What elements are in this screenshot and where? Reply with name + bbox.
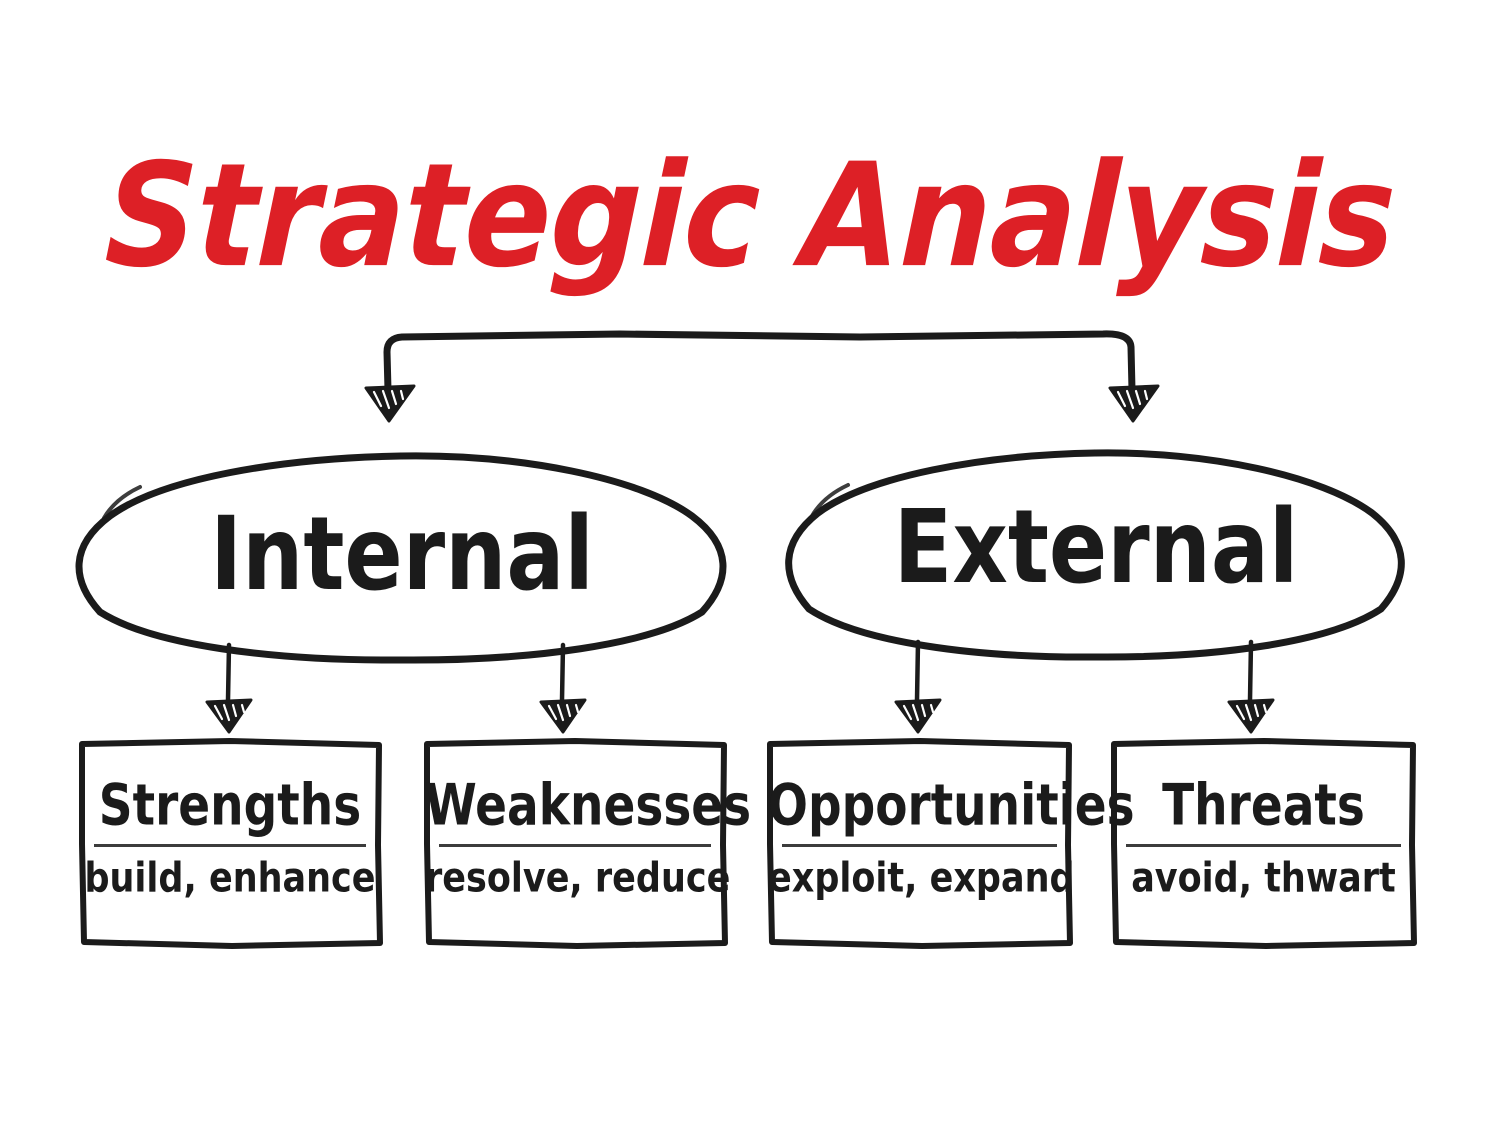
box-frame-opportunities — [767, 738, 1073, 949]
box-frame-strengths — [79, 738, 383, 949]
arrow-to-external — [1108, 384, 1160, 423]
heading-underline — [782, 844, 1057, 847]
box-frame-weaknesses — [424, 738, 728, 949]
bracket-connector — [383, 330, 1136, 394]
arrow-external-to-opportunities — [894, 639, 942, 734]
internal-ellipse — [75, 452, 727, 664]
swot-heading-strengths: Strengths — [98, 771, 362, 840]
swot-box-threats: Threats avoid, thwart — [1112, 740, 1415, 946]
box-frame-threats — [1111, 738, 1417, 949]
swot-actions-strengths: build, enhance — [84, 855, 376, 903]
arrow-internal-to-strengths — [205, 642, 253, 734]
swot-box-opportunities: Opportunities exploit, expand — [768, 740, 1135, 946]
heading-underline — [94, 844, 366, 847]
node-label-external: External — [893, 489, 1299, 607]
swot-box-weaknesses: Weaknesses resolve, reduce — [425, 740, 752, 946]
swot-box-strengths: Strengths build, enhance — [80, 740, 380, 946]
swot-actions-opportunities: exploit, expand — [768, 855, 1075, 903]
external-ellipse — [785, 449, 1405, 661]
swot-actions-threats: avoid, thwart — [1131, 855, 1396, 903]
swot-actions-weaknesses: resolve, reduce — [425, 855, 731, 903]
node-label-internal: Internal — [210, 496, 594, 614]
heading-underline — [439, 844, 711, 847]
swot-heading-opportunities: Opportunities — [768, 771, 1135, 840]
swot-heading-weaknesses: Weaknesses — [425, 771, 752, 840]
arrow-external-to-threats — [1227, 639, 1275, 734]
arrow-internal-to-weaknesses — [539, 642, 587, 734]
swot-heading-threats: Threats — [1162, 771, 1365, 840]
page-title: Strategic Analysis — [102, 132, 1398, 300]
heading-underline — [1126, 844, 1401, 847]
arrow-to-internal — [364, 384, 416, 423]
